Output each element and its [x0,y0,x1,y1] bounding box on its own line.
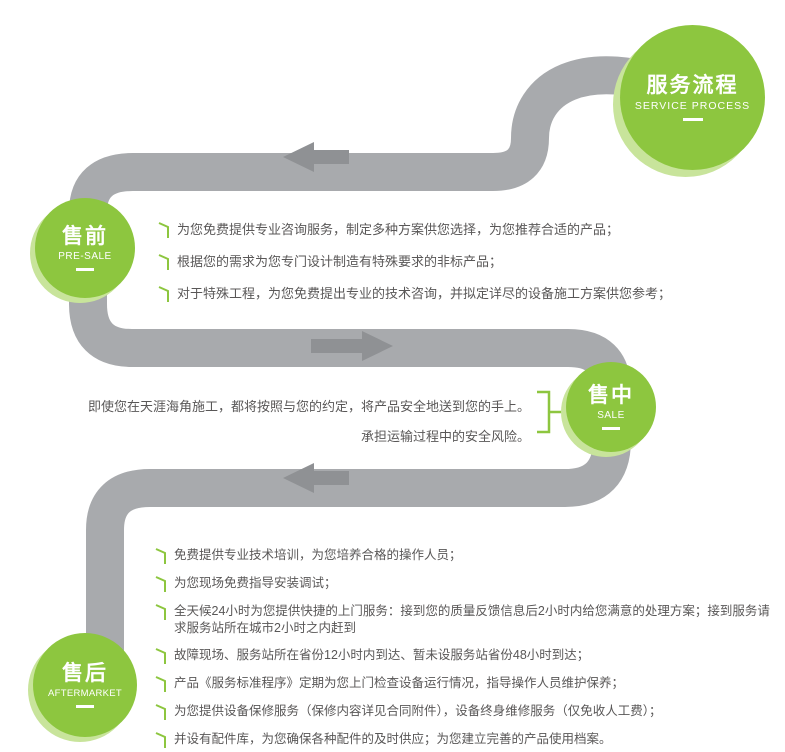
tick-icon [155,548,166,564]
presale-item-text: 根据您的需求为您专门设计制造有特殊要求的非标产品； [177,254,503,269]
presale-text-block: 为您免费提供专业咨询服务，制定多种方案供您选择，为您推荐合适的产品； 根据您的需… [158,221,671,317]
presale-subtitle: PRE-SALE [58,251,112,263]
sale-line: 承担运输过程中的安全风险。 [360,429,530,444]
list-item: 为您提供设备保修服务（保修内容详见合同附件），设备终身维修服务（仅免收人工费）； [155,703,782,721]
sale-text-block: 即使您在天涯海角施工，都将按照与您的约定，将产品安全地送到您的手上。 承担运输过… [66,392,530,452]
list-item: 为您免费提供专业咨询服务，制定多种方案供您选择，为您推荐合适的产品； [158,221,671,239]
presale-item-text: 为您免费提供专业咨询服务，制定多种方案供您选择，为您推荐合适的产品； [177,222,620,237]
sale-title: 售中 [588,383,634,407]
arrow-right-middle-icon [311,331,393,361]
divider-dash [76,705,94,709]
badge-service-process: 服务流程 SERVICE PROCESS [620,25,765,170]
aftermarket-title: 售后 [62,661,108,685]
list-item: 产品《服务标准程序》定期为您上门检查设备运行情况，指导操作人员维护保养； [155,675,782,693]
aftermarket-item-text: 并设有配件库，为您确保各种配件的及时供应；为您建立完善的产品使用档案。 [174,732,612,746]
divider-dash [602,427,620,431]
arrow-left-bottom-icon [283,463,349,493]
winding-road-path [69,56,692,682]
aftermarket-item-text: 为您现场免费指导安装调试； [174,576,337,590]
stage-circle-presale: 售前 PRE-SALE [35,198,135,298]
tick-icon [155,648,166,664]
tick-icon [158,286,169,302]
list-item: 免费提供专业技术培训，为您培养合格的操作人员； [155,547,782,565]
aftermarket-item-text: 免费提供专业技术培训，为您培养合格的操作人员； [174,548,462,562]
sale-subtitle: SALE [597,410,625,422]
aftermarket-item-text: 产品《服务标准程序》定期为您上门检查设备运行情况，指导操作人员维护保养； [174,676,625,690]
divider-dash [76,268,94,272]
aftermarket-item-text: 全天候24小时为您提供快捷的上门服务：接到您的质量反馈信息后2小时内给您满意的处… [174,604,770,635]
presale-item-text: 对于特殊工程，为您免费提出专业的技术咨询，并拟定详尽的设备施工方案供您参考； [177,286,672,301]
arrow-left-top-icon [283,142,349,172]
badge-subtitle: SERVICE PROCESS [634,100,751,113]
badge-title: 服务流程 [646,73,739,97]
stage-circle-aftermarket: 售后 AFTERMARKET [33,633,137,737]
list-item: 根据您的需求为您专门设计制造有特殊要求的非标产品； [158,253,671,271]
list-item: 并设有配件库，为您确保各种配件的及时供应；为您建立完善的产品使用档案。 [155,731,782,749]
tick-icon [158,254,169,270]
presale-title: 售前 [62,224,108,248]
tick-icon [155,732,166,748]
stage-circle-sale: 售中 SALE [566,362,656,452]
list-item: 故障现场、服务站所在省份12小时内到达、暂未设服务站省份48小时到达； [155,647,782,665]
divider-dash [682,118,703,122]
tick-icon [155,576,166,592]
aftermarket-item-text: 故障现场、服务站所在省份12小时内到达、暂未设服务站省份48小时到达； [174,648,590,662]
aftermarket-text-block: 免费提供专业技术培训，为您培养合格的操作人员； 为您现场免费指导安装调试； 全天… [155,547,782,752]
aftermarket-item-text: 为您提供设备保修服务（保修内容详见合同附件），设备终身维修服务（仅免收人工费）； [174,704,662,718]
list-item: 对于特殊工程，为您免费提出专业的技术咨询，并拟定详尽的设备施工方案供您参考； [158,285,671,303]
sale-bracket-icon [537,390,563,434]
tick-icon [155,676,166,692]
aftermarket-subtitle: AFTERMARKET [47,688,123,700]
list-item: 全天候24小时为您提供快捷的上门服务：接到您的质量反馈信息后2小时内给您满意的处… [155,603,782,637]
tick-icon [158,222,169,238]
list-item: 为您现场免费指导安装调试； [155,575,782,593]
tick-icon [155,604,166,620]
sale-line: 即使您在天涯海角施工，都将按照与您的约定，将产品安全地送到您的手上。 [87,399,530,414]
tick-icon [155,704,166,720]
